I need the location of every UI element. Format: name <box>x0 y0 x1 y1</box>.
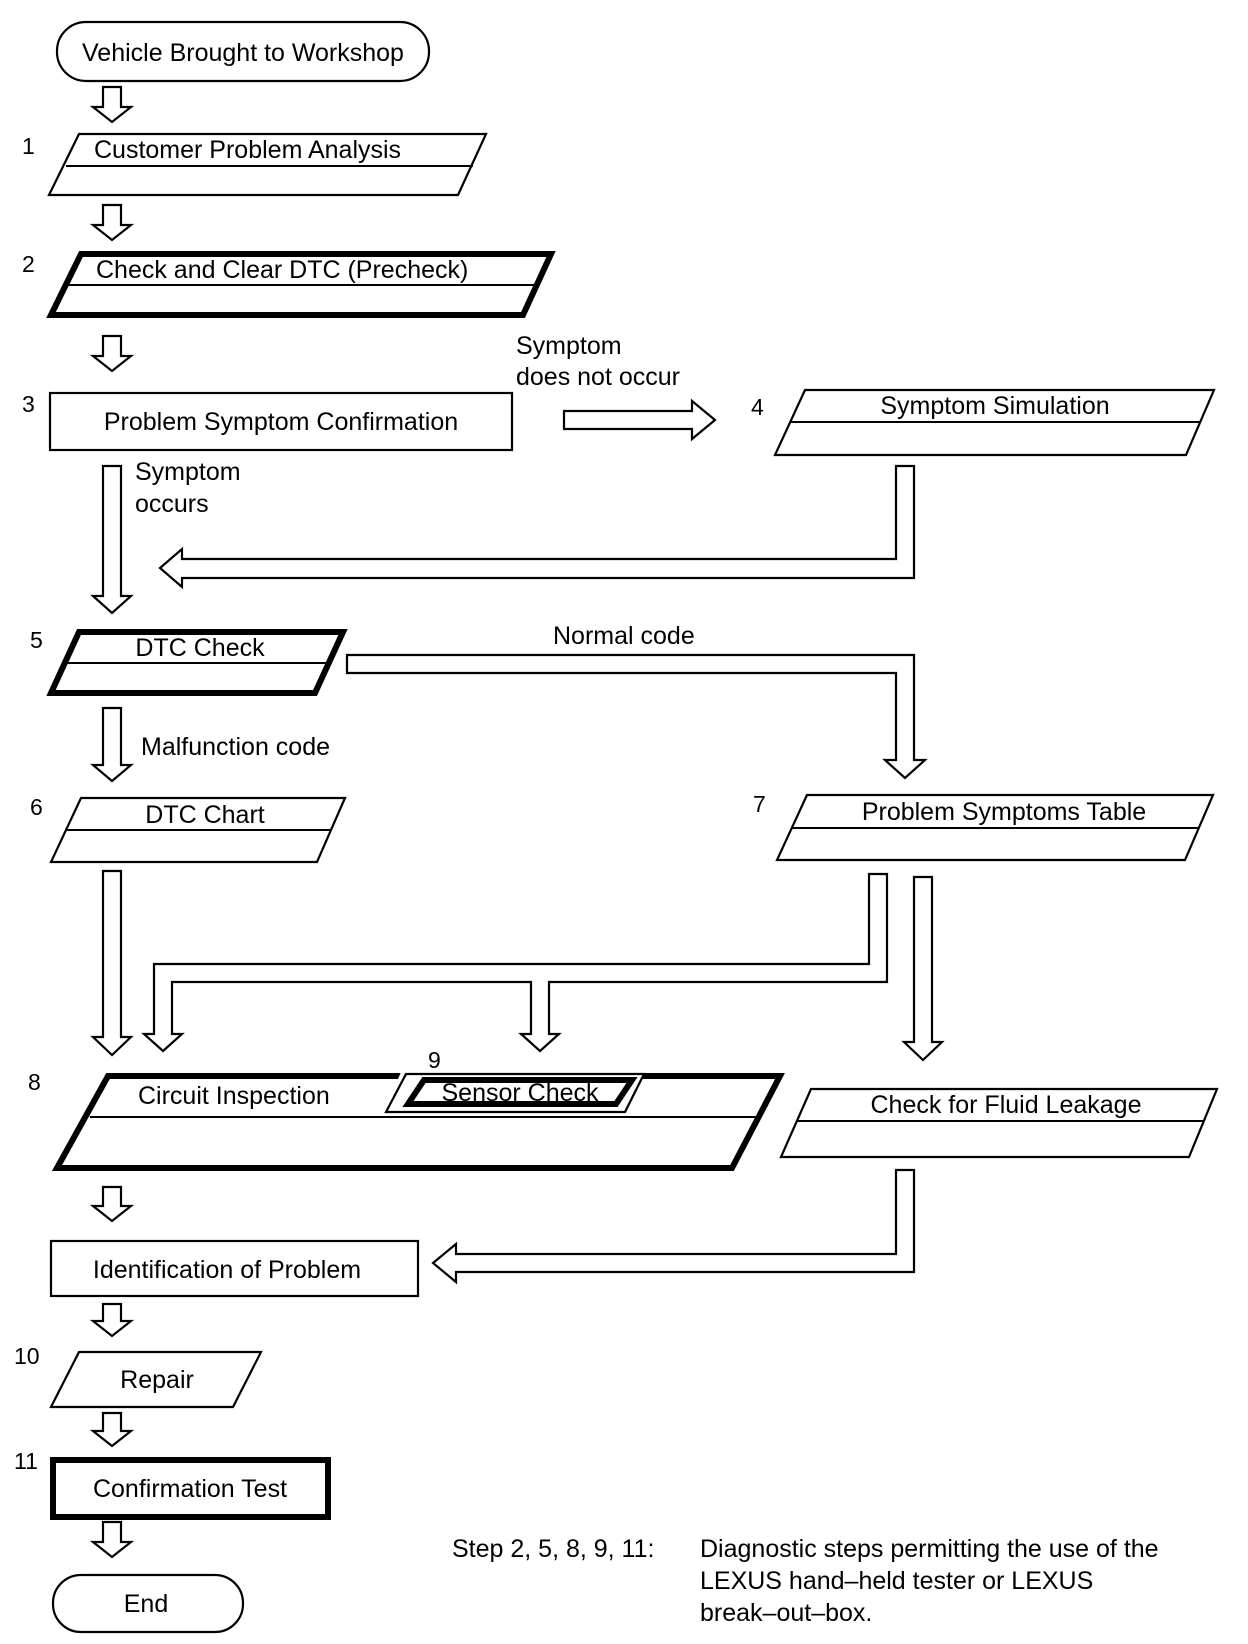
arrow-step2-to-step3 <box>89 334 135 373</box>
footnote-line-1: Diagnostic steps permitting the use of t… <box>700 1535 1159 1563</box>
step-6-label: DTC Chart <box>145 801 265 829</box>
arrow-step1-to-step2 <box>89 203 135 242</box>
step-8-number: 8 <box>28 1069 41 1095</box>
arrow-fluid-leakage-to-identification <box>431 1168 916 1285</box>
branch-symptom-occurs-label-2: occurs <box>135 490 209 518</box>
start-label: Vehicle Brought to Workshop <box>82 39 404 67</box>
check-fluid-leakage: Check for Fluid Leakage <box>779 1087 1219 1159</box>
step-5-dtc-check: 5 DTC Check <box>30 627 348 696</box>
branch-malfunction-code-label: Malfunction code <box>141 733 330 761</box>
step-1-label: Customer Problem Analysis <box>94 136 401 164</box>
footnote-step-list: Step 2, 5, 8, 9, 11: <box>452 1535 654 1563</box>
end-terminal: End <box>51 1573 245 1634</box>
arrow-step10-to-step11 <box>89 1411 135 1448</box>
step-4-label: Symptom Simulation <box>880 392 1109 420</box>
step-10-repair: 10 Repair <box>14 1343 263 1409</box>
start-terminal: Vehicle Brought to Workshop <box>55 20 431 83</box>
step-10-label: Repair <box>120 1366 194 1394</box>
step-5-number: 5 <box>30 627 43 653</box>
arrow-step8-to-identification <box>89 1185 135 1223</box>
step-3-label: Problem Symptom Confirmation <box>104 408 458 436</box>
step-8-label: Circuit Inspection <box>138 1082 330 1110</box>
step-9-number: 9 <box>428 1047 441 1073</box>
arrow-step3-to-step4 <box>562 398 717 442</box>
arrow-step3-to-step5 <box>90 464 134 615</box>
step-2-check-and-clear-dtc: 2 Check and Clear DTC (Precheck) <box>22 251 556 318</box>
identification-label: Identification of Problem <box>93 1256 361 1284</box>
step-7-number: 7 <box>753 791 766 817</box>
arrow-step5-to-step7 <box>345 653 928 780</box>
branch-normal-code-label: Normal code <box>553 622 695 650</box>
step-11-confirmation-test: 11 Confirmation Test <box>14 1448 331 1520</box>
end-label: End <box>124 1590 168 1618</box>
branch-symptom-occurs-label-1: Symptom <box>135 458 241 486</box>
arrow-identification-to-step10 <box>89 1302 135 1338</box>
step-11-number: 11 <box>14 1448 38 1474</box>
step-3-problem-symptom-confirmation: 3 Problem Symptom Confirmation <box>22 391 514 452</box>
arrow-step7-to-fluid-leakage <box>901 875 945 1062</box>
step-2-number: 2 <box>22 251 35 277</box>
step-4-number: 4 <box>751 394 764 420</box>
branch-symptom-label: Symptom <box>516 332 622 360</box>
step-5-label: DTC Check <box>135 634 265 662</box>
fluid-leakage-label: Check for Fluid Leakage <box>871 1091 1142 1119</box>
footnote: Step 2, 5, 8, 9, 11: Diagnostic steps pe… <box>452 1535 1159 1627</box>
branch-does-not-occur-label: does not occur <box>516 363 680 391</box>
step-3-number: 3 <box>22 391 35 417</box>
arrow-step5-to-step6 <box>89 706 135 783</box>
step-11-label: Confirmation Test <box>93 1475 287 1503</box>
arrow-step4-return <box>158 464 916 590</box>
identification-of-problem: Identification of Problem <box>49 1239 420 1298</box>
step-7-problem-symptoms-table: 7 Problem Symptoms Table <box>753 791 1215 862</box>
step-10-number: 10 <box>14 1343 40 1369</box>
step-9-label: Sensor Check <box>441 1079 599 1107</box>
arrow-step6-to-step8 <box>90 869 134 1057</box>
step-9-sensor-check: 9 Sensor Check <box>382 1047 646 1114</box>
step-6-number: 6 <box>30 794 43 820</box>
step-2-label: Check and Clear DTC (Precheck) <box>96 256 468 284</box>
arrow-start-to-step1 <box>89 85 135 124</box>
step-4-symptom-simulation: 4 Symptom Simulation <box>751 388 1216 457</box>
step-1-customer-problem-analysis: 1 Customer Problem Analysis <box>22 132 488 197</box>
arrow-step11-to-end <box>89 1520 135 1559</box>
arrow-step7-to-step8-and-step9 <box>141 872 889 1053</box>
step-6-dtc-chart: 6 DTC Chart <box>30 794 347 864</box>
step-1-number: 1 <box>22 133 35 159</box>
footnote-line-3: break–out–box. <box>700 1599 872 1627</box>
step-7-label: Problem Symptoms Table <box>862 798 1146 826</box>
footnote-line-2: LEXUS hand–held tester or LEXUS <box>700 1567 1093 1595</box>
